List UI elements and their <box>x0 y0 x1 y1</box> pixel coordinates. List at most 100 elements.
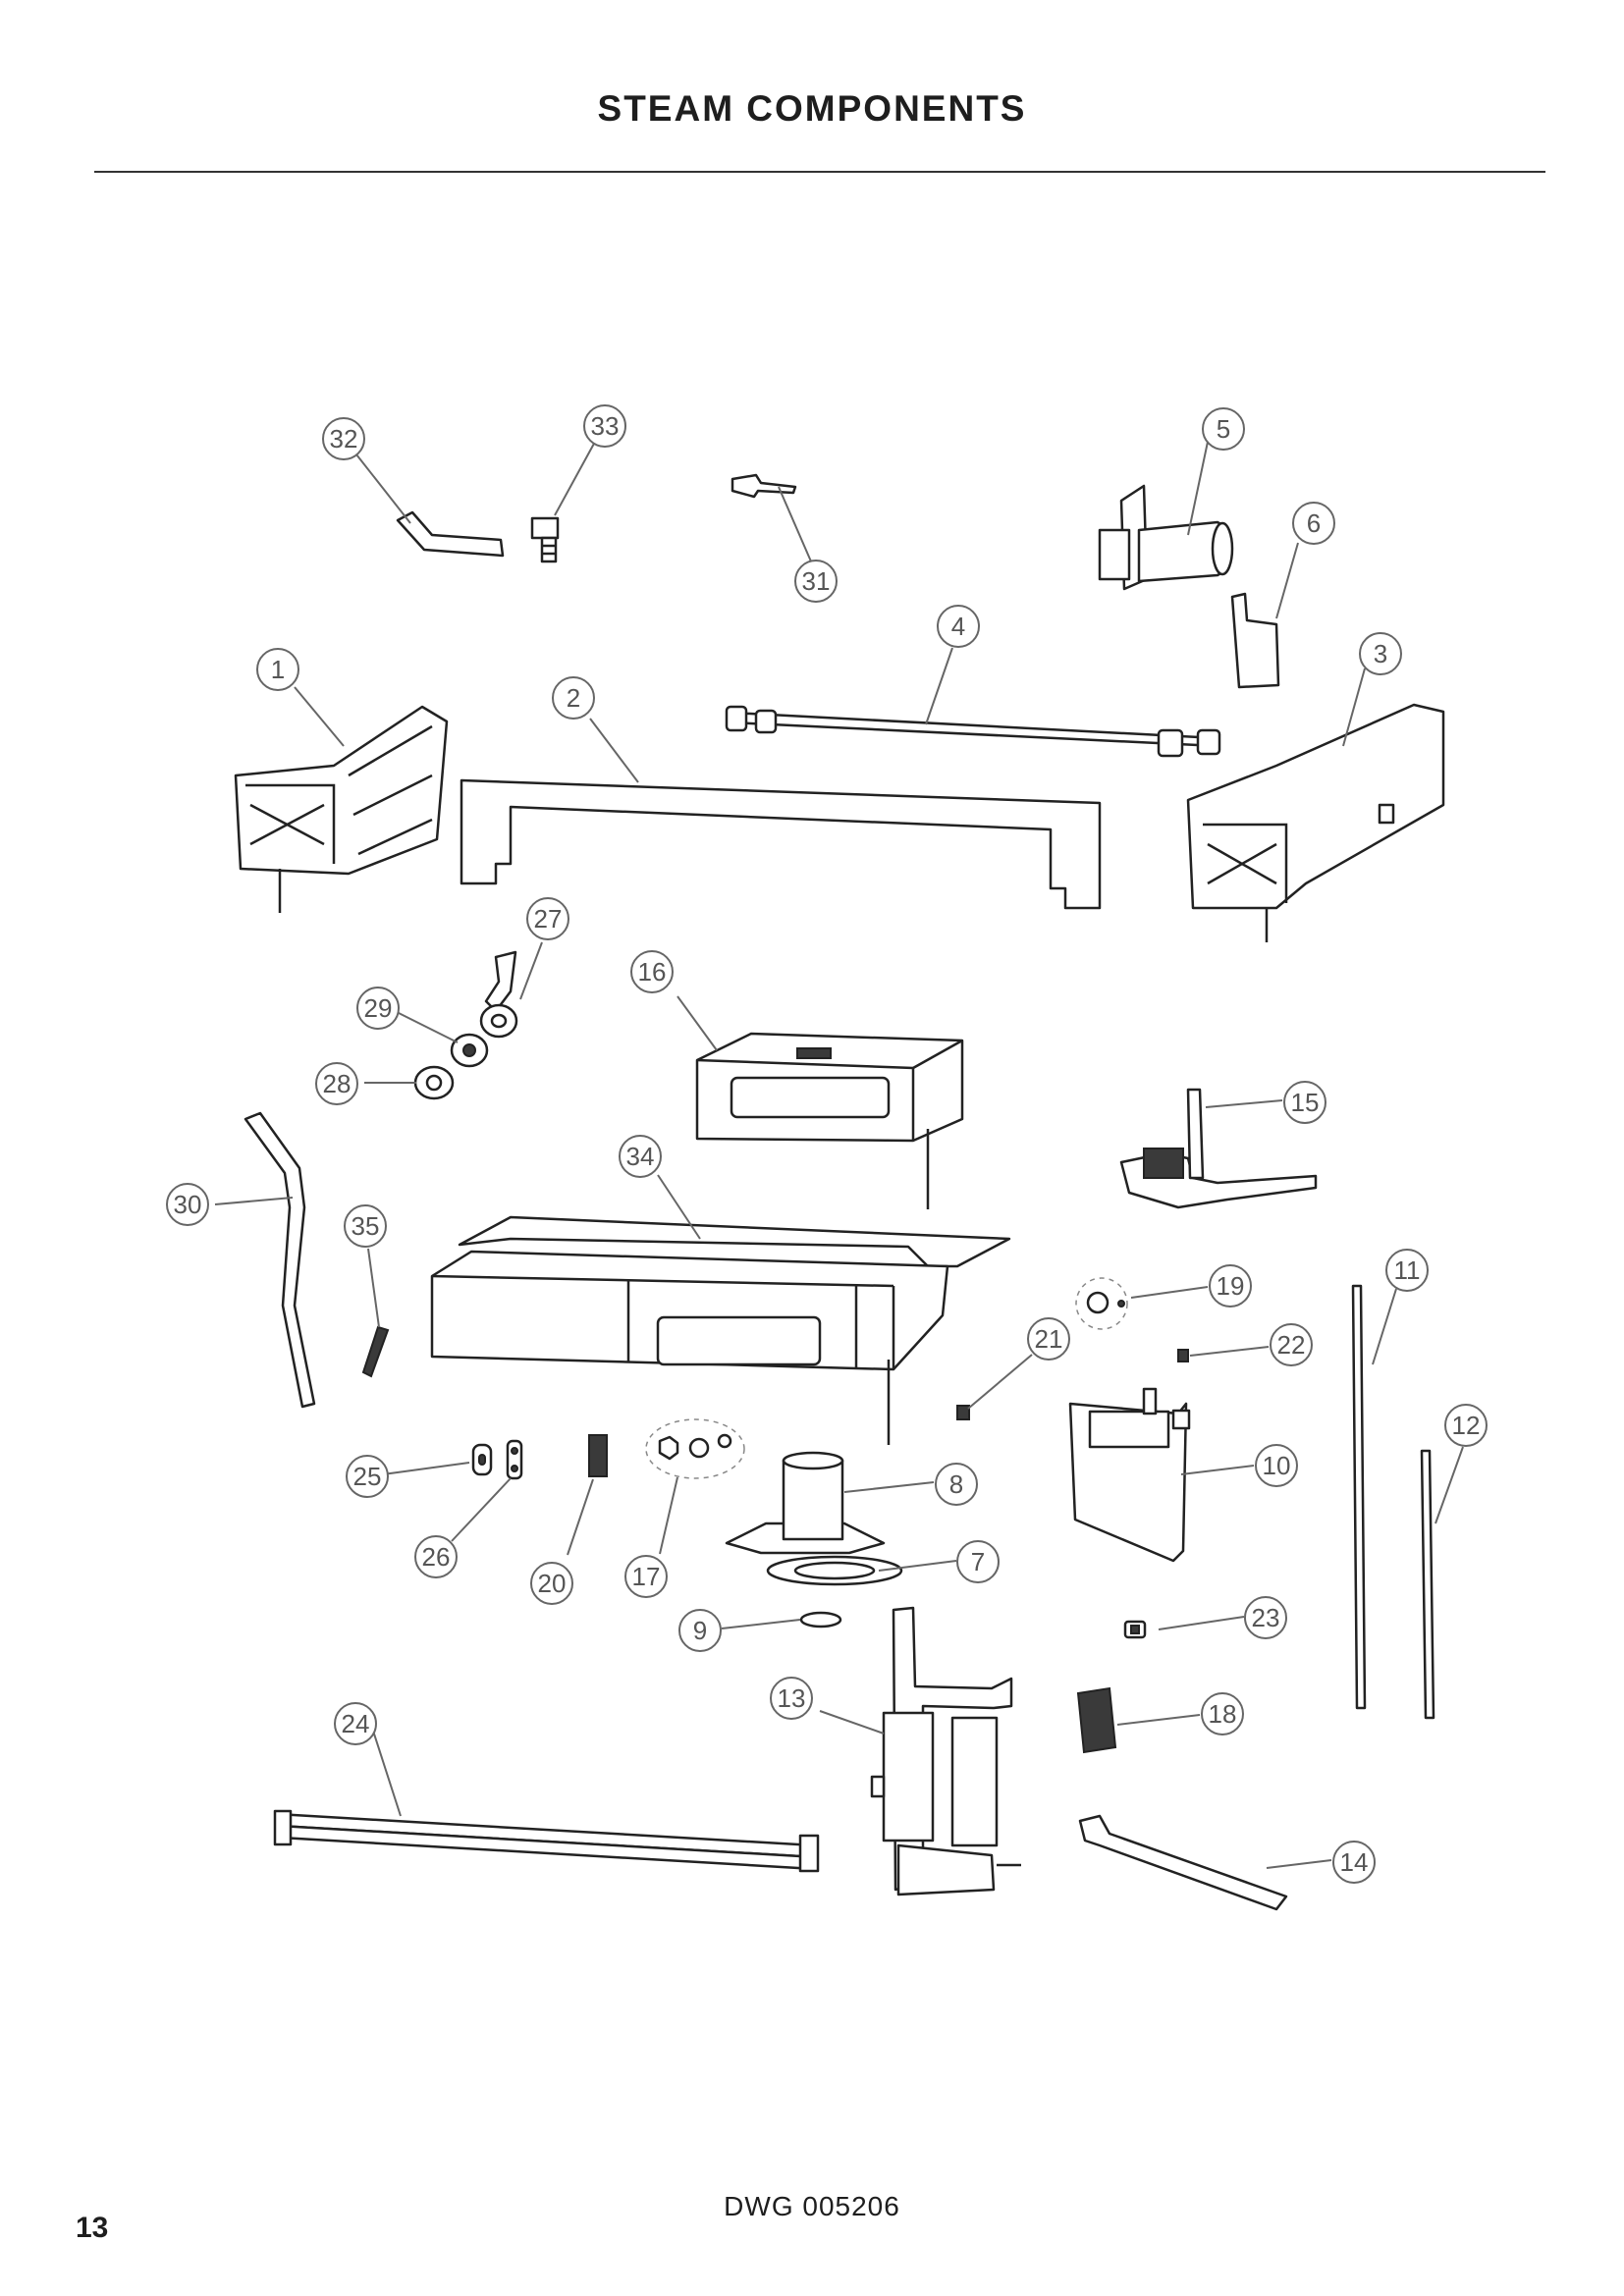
callout-34: 34 <box>619 1135 662 1178</box>
svg-text:2: 2 <box>567 683 580 713</box>
part-6-bracket <box>1230 592 1280 689</box>
callout-18: 18 <box>1201 1692 1244 1735</box>
svg-text:20: 20 <box>538 1569 567 1598</box>
svg-text:25: 25 <box>353 1462 382 1491</box>
callout-30: 30 <box>166 1183 209 1226</box>
part-13-steam-generator <box>870 1606 1021 1896</box>
callout-21: 21 <box>1027 1317 1070 1361</box>
svg-text:1: 1 <box>271 655 285 684</box>
part-34-drawer-housing <box>430 1215 1011 1445</box>
leader-lines <box>214 441 1464 1869</box>
svg-text:29: 29 <box>364 993 393 1023</box>
svg-text:30: 30 <box>174 1190 202 1219</box>
part-8-reservoir-tube <box>725 1451 886 1555</box>
part-28-flange <box>413 1065 455 1100</box>
callout-2: 2 <box>552 676 595 720</box>
callout-6: 6 <box>1292 502 1335 545</box>
svg-text:18: 18 <box>1209 1699 1237 1729</box>
svg-text:5: 5 <box>1217 414 1230 444</box>
svg-text:3: 3 <box>1374 639 1387 668</box>
part-26-plate <box>506 1439 523 1480</box>
part-2-trim-frame <box>460 778 1102 910</box>
svg-text:28: 28 <box>323 1069 352 1098</box>
callout-23: 23 <box>1244 1596 1287 1639</box>
part-30-long-hose <box>244 1111 316 1409</box>
svg-text:9: 9 <box>693 1616 707 1645</box>
svg-text:16: 16 <box>638 957 667 987</box>
page-number: 13 <box>76 2212 109 2244</box>
page-title: STEAM COMPONENTS <box>597 88 1027 129</box>
svg-text:23: 23 <box>1252 1603 1280 1632</box>
callout-16: 16 <box>630 950 674 993</box>
part-4-shaft-rod <box>725 705 1221 758</box>
callout-1: 1 <box>256 648 299 691</box>
callout-28: 28 <box>315 1062 358 1105</box>
svg-text:34: 34 <box>626 1142 655 1171</box>
part-10-control-bracket <box>1068 1387 1191 1563</box>
part-32-elbow-hose <box>396 510 505 558</box>
part-21-small-clip <box>956 1405 970 1420</box>
svg-text:35: 35 <box>352 1211 380 1241</box>
part-12-rod <box>1420 1449 1435 1720</box>
svg-text:33: 33 <box>591 411 620 441</box>
callout-19: 19 <box>1209 1264 1252 1308</box>
svg-text:14: 14 <box>1340 1847 1369 1877</box>
part-17-fastener-kit <box>645 1418 745 1479</box>
svg-text:8: 8 <box>949 1469 963 1499</box>
callout-20: 20 <box>530 1562 573 1605</box>
svg-text:7: 7 <box>971 1547 985 1576</box>
part-9-ring <box>799 1611 842 1629</box>
part-15-pump-assembly <box>1119 1088 1318 1209</box>
drawing-number: DWG 005206 <box>724 2191 900 2221</box>
part-16-steam-drawer <box>695 1032 964 1209</box>
svg-text:31: 31 <box>802 566 831 596</box>
svg-text:17: 17 <box>632 1562 661 1591</box>
callout-9: 9 <box>678 1609 722 1652</box>
svg-text:6: 6 <box>1307 508 1321 538</box>
callout-4: 4 <box>937 605 980 648</box>
svg-text:26: 26 <box>422 1542 451 1572</box>
part-19-impeller <box>1075 1277 1128 1330</box>
callout-10: 10 <box>1255 1444 1298 1487</box>
callout-12: 12 <box>1444 1404 1488 1447</box>
callout-27: 27 <box>526 897 569 940</box>
callout-22: 22 <box>1270 1323 1313 1366</box>
svg-text:13: 13 <box>778 1683 806 1713</box>
callout-13: 13 <box>770 1677 813 1720</box>
svg-text:12: 12 <box>1452 1411 1481 1440</box>
callout-29: 29 <box>356 987 400 1030</box>
callout-24: 24 <box>334 1702 377 1745</box>
svg-text:32: 32 <box>330 424 358 454</box>
svg-text:15: 15 <box>1291 1088 1320 1117</box>
callout-33: 33 <box>583 404 626 448</box>
svg-text:19: 19 <box>1217 1271 1245 1301</box>
svg-text:22: 22 <box>1277 1330 1306 1360</box>
part-5-motor-bracket <box>1098 484 1234 591</box>
part-1-left-hinge-assembly <box>234 705 449 913</box>
svg-text:4: 4 <box>951 612 965 641</box>
part-29-flange-gasket <box>450 1033 489 1068</box>
part-31-pin <box>731 473 797 499</box>
callout-8: 8 <box>935 1463 978 1506</box>
part-11-rod <box>1351 1284 1367 1710</box>
part-27-elbow-spout <box>479 950 518 1039</box>
part-23-clip <box>1123 1620 1147 1639</box>
part-22-nut <box>1177 1349 1189 1362</box>
callout-11: 11 <box>1385 1249 1429 1292</box>
svg-text:10: 10 <box>1263 1451 1291 1480</box>
part-3-right-hinge-assembly <box>1186 703 1445 942</box>
callout-15: 15 <box>1283 1081 1326 1124</box>
part-14-bent-tube <box>1078 1814 1288 1911</box>
part-25-grommet <box>471 1443 493 1476</box>
callout-32: 32 <box>322 417 365 460</box>
callout-7: 7 <box>956 1540 1000 1583</box>
part-7-gasket <box>766 1555 903 1586</box>
callout-25: 25 <box>346 1455 389 1498</box>
callout-26: 26 <box>414 1535 458 1578</box>
part-33-elbow-fitting <box>530 516 560 563</box>
svg-text:24: 24 <box>342 1709 370 1738</box>
title-divider <box>94 171 1545 173</box>
svg-text:27: 27 <box>534 904 563 934</box>
part-18-pcb <box>1076 1686 1117 1754</box>
